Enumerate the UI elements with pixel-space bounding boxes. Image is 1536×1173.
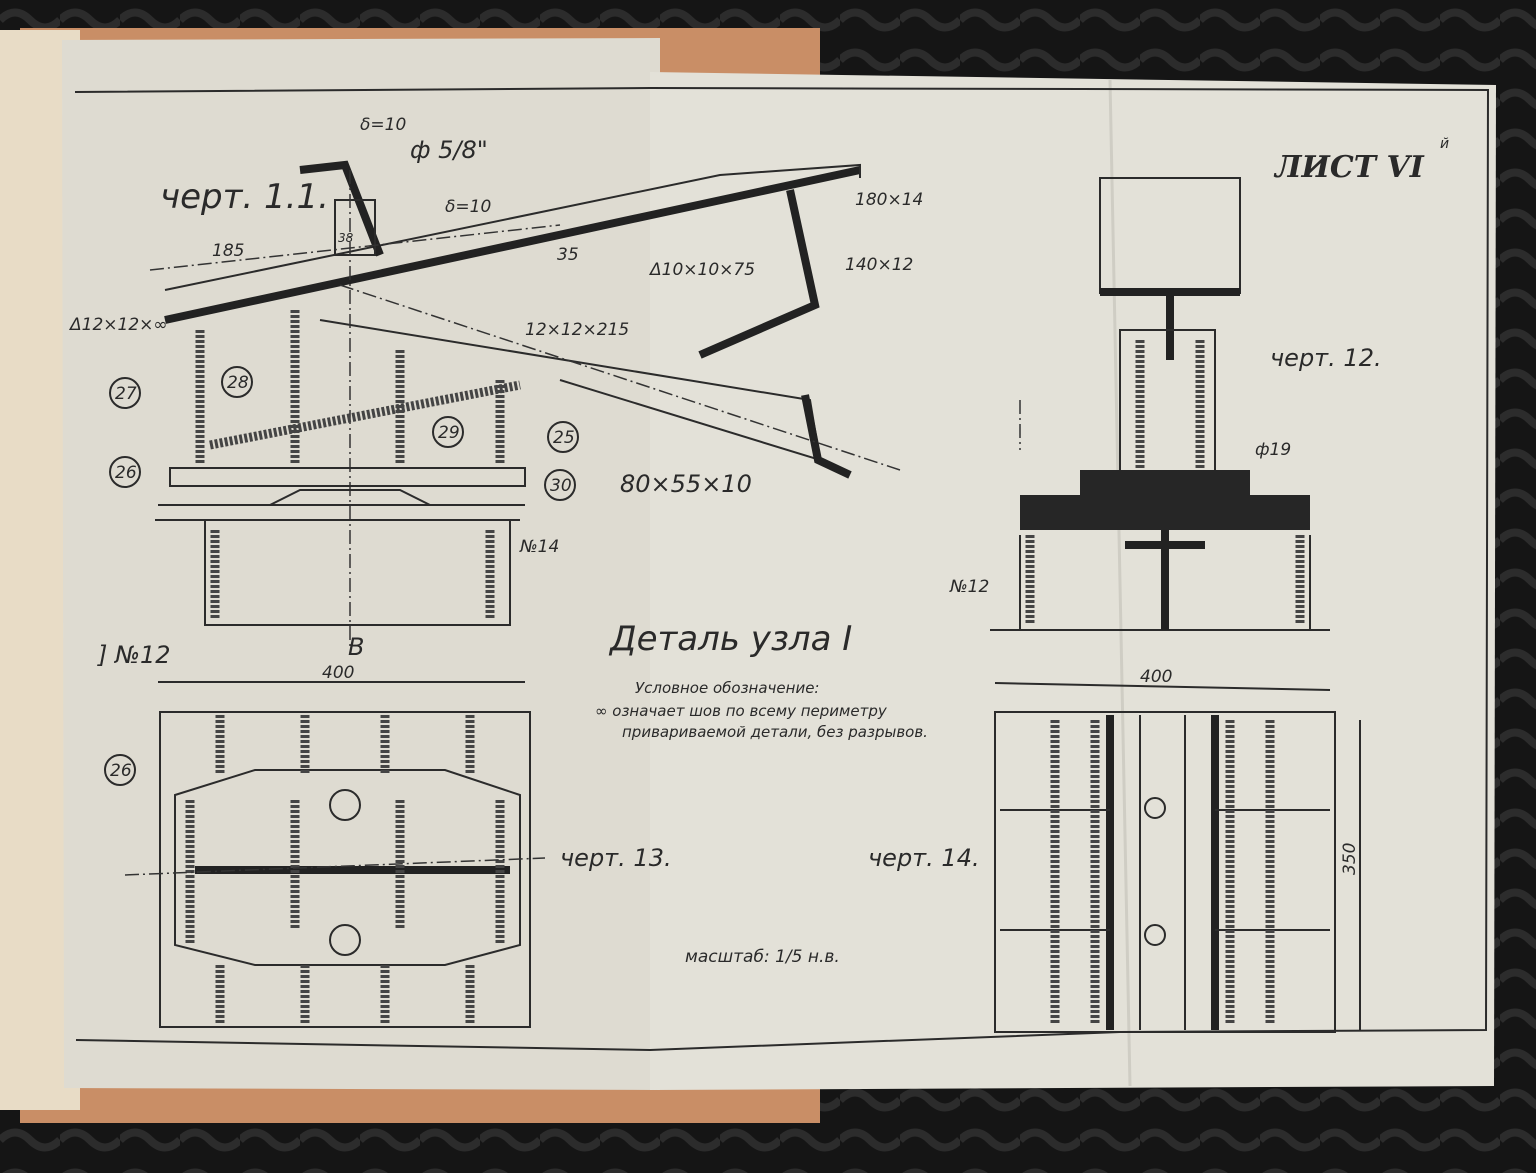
label-plate-180: 180×14 (855, 190, 923, 210)
callouts: 27 28 29 25 26 30 (109, 366, 579, 501)
label-channel-12-drawing-12: №12 (949, 577, 989, 597)
sheet-number-suffix: й (1440, 136, 1449, 152)
callout-27: 27 (115, 384, 137, 404)
scale-note: масштаб: 1/5 н.в. (685, 947, 840, 967)
label-weld-12-inf: Δ12×12×∞ (68, 315, 168, 335)
caption-drawing-12: черт. 12. (1270, 344, 1382, 372)
drawing-12 (990, 177, 1330, 631)
sheet-title: Деталь узла I (608, 619, 852, 659)
sheet-frame (74, 86, 1490, 1052)
label-channel-12: ] №12 (97, 641, 171, 669)
right-sheet (650, 72, 1496, 1090)
left-sheet (62, 38, 660, 1090)
label-angle: 80×55×10 (620, 470, 752, 498)
label-channel-14: №14 (519, 537, 559, 557)
dim-350: 350 (1340, 843, 1360, 875)
label-delta-side: δ=10 (445, 197, 491, 217)
caption-drawing-1-1: черт. 1.1. (160, 177, 329, 217)
fold-line (1108, 79, 1132, 1087)
callout-26-drawing-13: 26 (110, 761, 132, 781)
callout-26: 26 (115, 463, 137, 483)
label-section-b: B (348, 633, 364, 661)
label-weld-12-215: 12×12×215 (525, 320, 629, 340)
caption-drawing-13: черт. 13. (560, 844, 672, 872)
drawing-14 (994, 682, 1361, 1033)
callout-28: 28 (227, 373, 249, 393)
dim-400-drawing-13: 400 (322, 663, 354, 683)
legend-line-1: ∞ означает шов по всему периметру (595, 702, 888, 720)
legend-heading: Условное обозначение: (635, 679, 819, 697)
sheet-number: ЛИСТ VI (1273, 150, 1425, 185)
callout-30: 30 (550, 476, 572, 496)
dim-400-drawing-14: 400 (1140, 667, 1172, 687)
caption-drawing-14: черт. 14. (868, 844, 980, 872)
dim-185: 185 (212, 241, 244, 261)
label-bolt-19: ф19 (1255, 440, 1291, 460)
label-delta-top: δ=10 (360, 115, 406, 135)
dim-38: 38 (338, 231, 354, 245)
legend-line-2: привариваемой детали, без разрывов. (622, 723, 928, 741)
label-bolt: ф 5/8" (410, 136, 488, 164)
label-weld-10: Δ10×10×75 (648, 260, 755, 280)
label-plate-140: 140×12 (845, 255, 913, 275)
drawing-13 (124, 681, 546, 1028)
callout-25: 25 (553, 428, 575, 448)
drawing-1-1 (149, 160, 901, 650)
callout-29: 29 (438, 423, 460, 443)
dim-35: 35 (557, 245, 579, 265)
